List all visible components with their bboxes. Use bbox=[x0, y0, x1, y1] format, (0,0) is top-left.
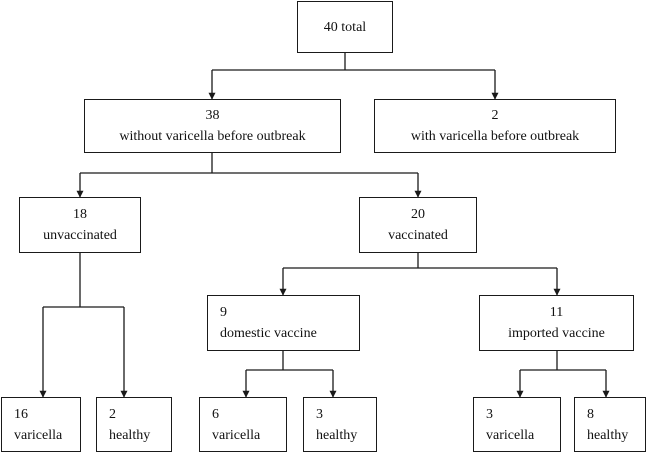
node-domestic-varicella: 6 varicella bbox=[199, 397, 287, 452]
node-domestic-varicella-label: varicella bbox=[212, 427, 261, 443]
connector-without-split bbox=[80, 153, 418, 174]
node-without-varicella-label: without varicella before outbreak bbox=[119, 129, 306, 144]
node-total-count: 40 total bbox=[323, 19, 367, 35]
node-imported-vaccine-count: 11 bbox=[549, 305, 564, 320]
node-unvaccinated-healthy-count: 2 bbox=[109, 406, 116, 422]
node-with-varicella-label: with varicella before outbreak bbox=[410, 129, 580, 144]
node-without-varicella: 38 without varicella before outbreak bbox=[84, 99, 341, 153]
node-domestic-vaccine-label: domestic vaccine bbox=[220, 326, 317, 341]
node-unvaccinated: 18 unvaccinated bbox=[19, 197, 141, 253]
node-unvaccinated-count: 18 bbox=[73, 207, 87, 222]
node-domestic-vaccine-count: 9 bbox=[220, 305, 227, 320]
node-without-varicella-count: 38 bbox=[205, 108, 220, 123]
connector-vaccinated-split bbox=[283, 253, 557, 269]
node-domestic-healthy: 3 healthy bbox=[303, 397, 377, 452]
node-with-varicella: 2 with varicella before outbreak bbox=[374, 99, 616, 153]
node-domestic-varicella-count: 6 bbox=[212, 406, 219, 422]
node-total: 40 total bbox=[297, 1, 393, 53]
node-unvaccinated-healthy-label: healthy bbox=[109, 427, 151, 443]
node-unvaccinated-varicella: 16 varicella bbox=[1, 397, 81, 452]
node-imported-varicella: 3 varicella bbox=[473, 397, 561, 452]
node-imported-vaccine: 11 imported vaccine bbox=[479, 295, 634, 351]
node-vaccinated-label: vaccinated bbox=[388, 228, 448, 243]
connector-unvaccinated-split bbox=[43, 253, 124, 308]
node-imported-vaccine-label: imported vaccine bbox=[508, 326, 605, 341]
node-with-varicella-count: 2 bbox=[491, 108, 499, 123]
connector-imported-split bbox=[520, 351, 606, 371]
node-domestic-healthy-label: healthy bbox=[316, 427, 358, 443]
connector-domestic-split bbox=[246, 351, 333, 371]
node-domestic-vaccine: 9 domestic vaccine bbox=[207, 295, 360, 351]
node-vaccinated: 20 vaccinated bbox=[359, 197, 477, 253]
node-imported-healthy: 8 healthy bbox=[574, 397, 646, 452]
node-imported-healthy-count: 8 bbox=[587, 406, 594, 422]
node-unvaccinated-healthy: 2 healthy bbox=[96, 397, 172, 452]
node-imported-varicella-label: varicella bbox=[486, 427, 535, 443]
connector-root-split bbox=[212, 53, 495, 71]
node-unvaccinated-varicella-count: 16 bbox=[14, 406, 28, 422]
node-vaccinated-count: 20 bbox=[411, 207, 425, 222]
node-domestic-healthy-count: 3 bbox=[316, 406, 323, 422]
node-imported-healthy-label: healthy bbox=[587, 427, 629, 443]
node-unvaccinated-label: unvaccinated bbox=[43, 228, 117, 243]
node-imported-varicella-count: 3 bbox=[486, 406, 493, 422]
node-unvaccinated-varicella-label: varicella bbox=[14, 427, 63, 443]
